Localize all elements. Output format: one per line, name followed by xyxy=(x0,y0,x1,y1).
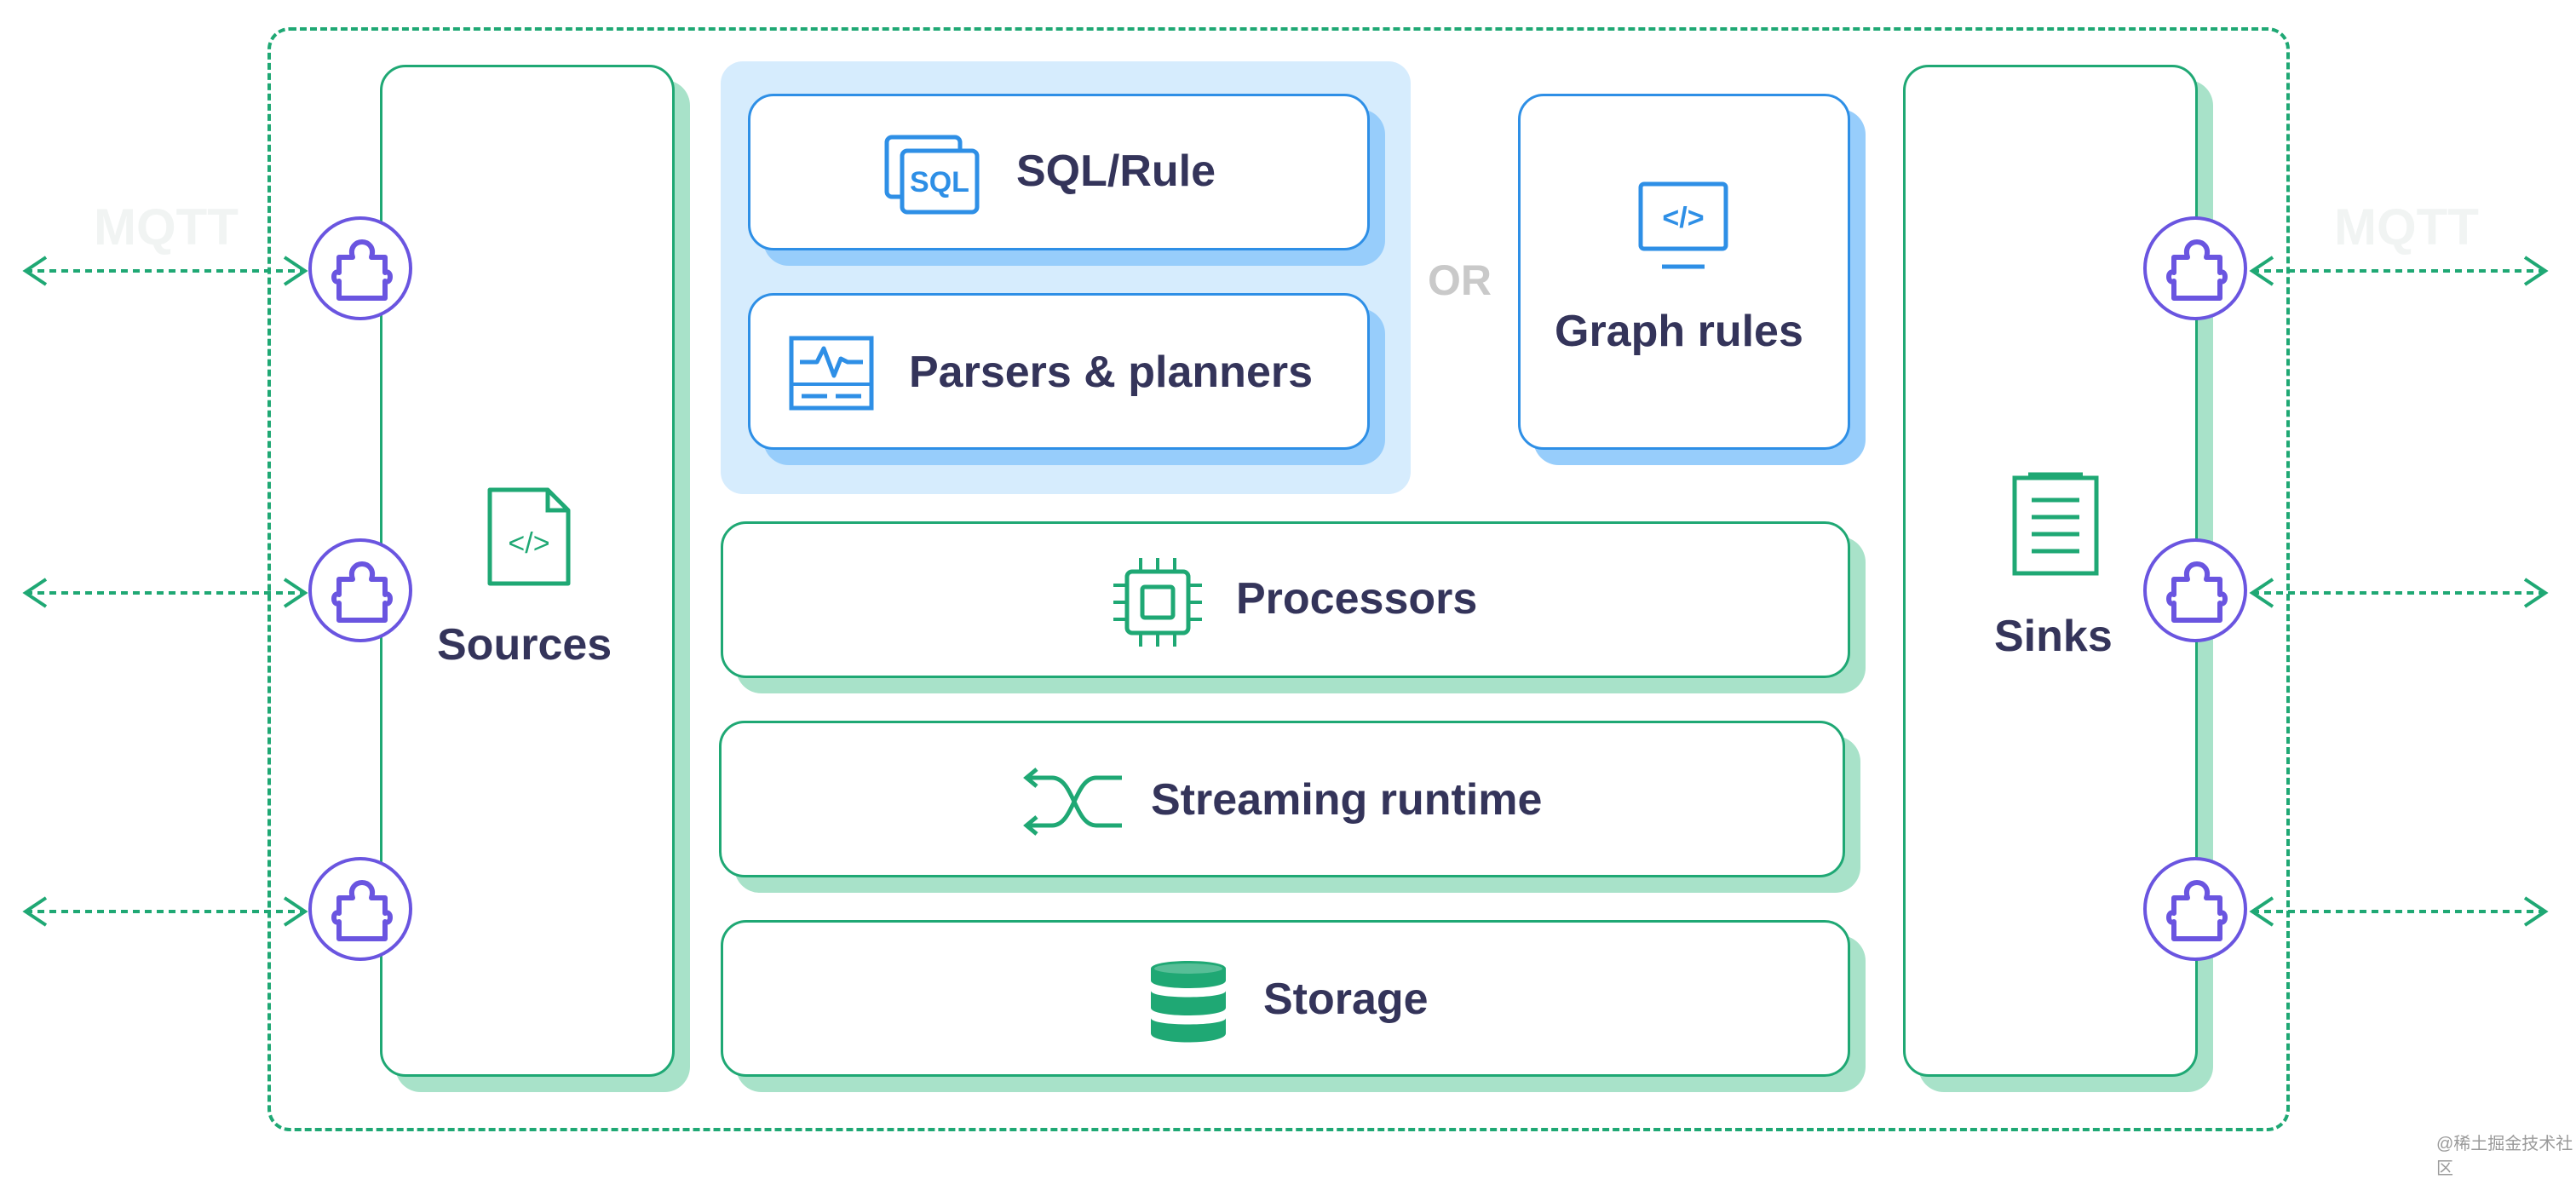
processors-label: Processors xyxy=(1236,574,1478,624)
bidirectional-arrow-icon xyxy=(22,896,308,927)
system-boundary xyxy=(267,27,2290,1131)
parsers-label: Parsers & planners xyxy=(909,348,1314,397)
svg-text:SQL: SQL xyxy=(910,166,969,198)
monitor-wave-icon xyxy=(789,336,874,411)
sql-rule-box[interactable]: SQL SQL/Rule xyxy=(748,94,1370,250)
plugin-puzzle-icon xyxy=(331,561,393,623)
ghost-text: MQTT xyxy=(94,198,239,256)
parsers-box[interactable]: Parsers & planners xyxy=(748,293,1370,450)
sinks-label: Sinks xyxy=(1994,612,2113,661)
plugin-puzzle-icon xyxy=(2166,239,2228,301)
storage-label: Storage xyxy=(1263,975,1429,1024)
svg-text:</>: </> xyxy=(508,527,549,560)
storage-box[interactable]: Storage xyxy=(721,920,1850,1077)
bidirectional-arrow-icon xyxy=(2249,896,2549,927)
chip-icon xyxy=(1113,558,1202,647)
graph-rules-label: Graph rules xyxy=(1555,307,1803,356)
monitor-code-icon: </> xyxy=(1638,181,1728,269)
graph-rules-box[interactable]: </> Graph rules xyxy=(1518,94,1850,450)
sink-plugin-connector[interactable] xyxy=(2143,857,2247,961)
sink-plugin-connector[interactable] xyxy=(2143,216,2247,320)
sql-rule-label: SQL/Rule xyxy=(1016,147,1216,196)
source-plugin-connector[interactable] xyxy=(308,216,412,320)
sink-plugin-connector[interactable] xyxy=(2143,538,2247,642)
or-label: OR xyxy=(1428,256,1492,304)
watermark: @稀土掘金技术社区 xyxy=(2436,1135,2573,1178)
database-icon xyxy=(1151,961,1226,1043)
source-plugin-connector[interactable] xyxy=(308,538,412,642)
streaming-runtime-label: Streaming runtime xyxy=(1151,775,1543,825)
plugin-puzzle-icon xyxy=(2166,561,2228,623)
bidirectional-arrow-icon xyxy=(22,578,308,608)
ghost-text: MQTT xyxy=(2334,198,2479,256)
bidirectional-arrow-icon xyxy=(2249,578,2549,608)
sources-label: Sources xyxy=(437,620,612,670)
processors-box[interactable]: Processors xyxy=(721,521,1850,678)
streaming-runtime-box[interactable]: Streaming runtime xyxy=(719,721,1845,877)
bidirectional-arrow-icon xyxy=(22,256,308,286)
bidirectional-arrow-icon xyxy=(2249,256,2549,286)
code-file-icon: </> xyxy=(487,487,571,586)
sources-box[interactable]: </> Sources xyxy=(380,65,675,1077)
shuffle-icon xyxy=(1023,768,1122,836)
plugin-puzzle-icon xyxy=(331,239,393,301)
source-plugin-connector[interactable] xyxy=(308,857,412,961)
sql-icon: SQL xyxy=(884,135,980,215)
plugin-puzzle-icon xyxy=(331,880,393,941)
svg-text:</>: </> xyxy=(1662,202,1704,234)
document-list-icon xyxy=(2012,472,2099,576)
plugin-puzzle-icon xyxy=(2166,880,2228,941)
